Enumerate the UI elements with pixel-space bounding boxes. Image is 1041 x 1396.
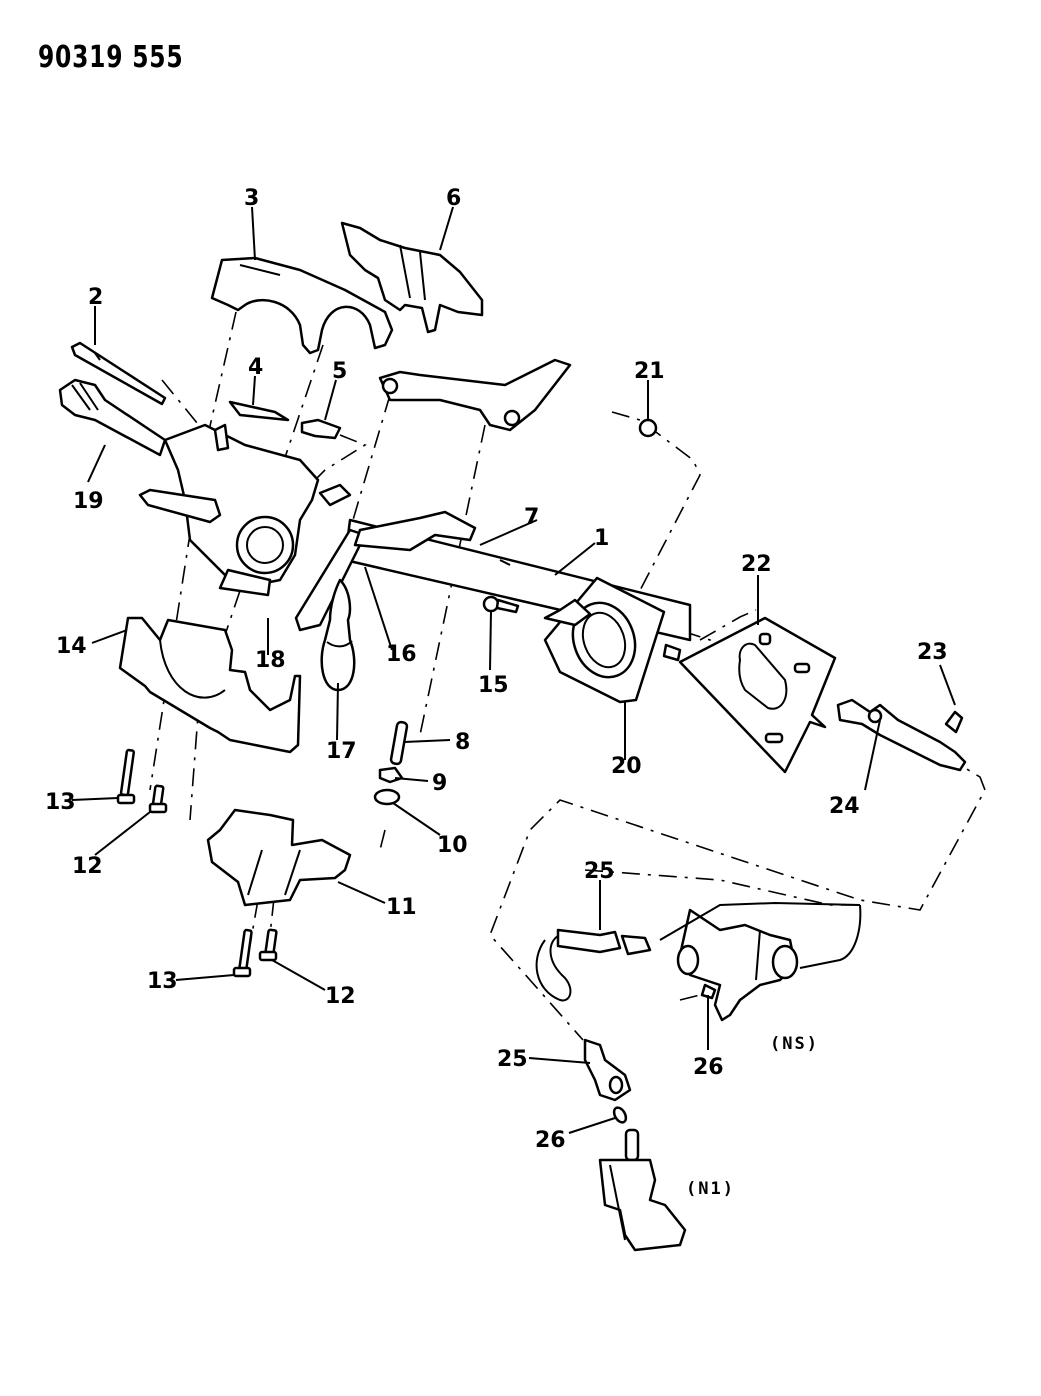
callout-13-upper: 13 (45, 790, 76, 815)
callout-3: 3 (244, 186, 259, 211)
callout-26-n1: 26 (535, 1128, 566, 1153)
screw-head (116, 793, 136, 805)
plate (662, 616, 837, 774)
callout-25-ns: 25 (584, 859, 615, 884)
spring-clip (228, 400, 290, 422)
screw (238, 928, 253, 972)
screw-head (258, 950, 278, 962)
callout-26-ns: 26 (693, 1055, 724, 1080)
screw-head (148, 802, 168, 814)
callout-2: 2 (88, 285, 103, 310)
callout-labels: 1 2 3 4 5 6 7 8 9 10 11 12 12 13 13 14 1… (45, 186, 948, 1199)
callout-11: 11 (386, 895, 417, 920)
callout-14: 14 (56, 634, 87, 659)
callout-13-lower: 13 (147, 969, 178, 994)
callout-5: 5 (332, 359, 347, 384)
callout-21: 21 (634, 359, 665, 384)
callout-19: 19 (73, 489, 104, 514)
callout-12-lower: 12 (325, 984, 356, 1009)
callout-1: 1 (594, 526, 609, 551)
knee-bolster-cover (206, 808, 352, 907)
lower-shroud (118, 616, 302, 754)
callout-23: 23 (917, 640, 948, 665)
diagram-code: 90319 555 (38, 40, 184, 75)
coupler-shaft-ns (535, 928, 652, 1002)
intermediate-shaft (836, 698, 967, 772)
screw-head (232, 966, 252, 978)
callout-7: 7 (524, 505, 539, 530)
callout-15: 15 (478, 673, 509, 698)
turn-signal-lever (58, 378, 167, 457)
screw (119, 748, 136, 797)
steering-gear-ns (659, 901, 862, 1022)
callout-9: 9 (432, 771, 447, 796)
retainer-clip (300, 418, 342, 440)
mounting-bracket (543, 576, 666, 704)
bolt (482, 595, 520, 614)
steering-gear-n1 (598, 1128, 687, 1252)
callout-6: 6 (446, 186, 461, 211)
callout-8: 8 (455, 730, 470, 755)
callout-17: 17 (326, 739, 357, 764)
leader-lines (71, 206, 956, 1134)
lock-housing (138, 423, 320, 597)
coupler-shaft-n1 (583, 1038, 632, 1124)
callout-18: 18 (255, 648, 286, 673)
callout-10: 10 (437, 833, 468, 858)
callout-24: 24 (829, 794, 860, 819)
callout-25-n1: 25 (497, 1047, 528, 1072)
callout-16: 16 (386, 642, 417, 667)
tilt-spring-stack (373, 720, 409, 806)
upper-shroud (210, 256, 394, 355)
switch-stalk (70, 341, 167, 406)
variant-n1-label: (N1) (686, 1179, 735, 1199)
column-bracket (318, 358, 572, 552)
variant-ns-label: (NS) (770, 1034, 819, 1054)
callout-12-upper: 12 (72, 854, 103, 879)
nut (638, 418, 658, 438)
callout-20: 20 (611, 754, 642, 779)
shroud-insert (340, 221, 484, 334)
callout-22: 22 (741, 552, 772, 577)
callout-4: 4 (248, 355, 263, 380)
